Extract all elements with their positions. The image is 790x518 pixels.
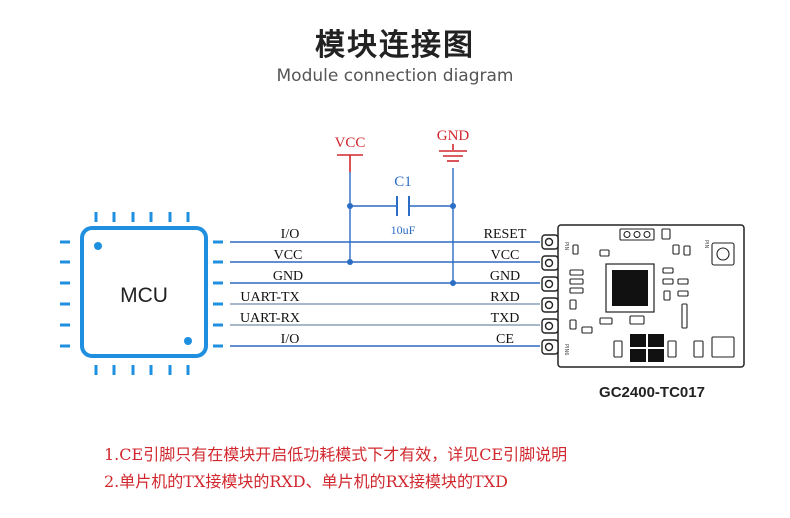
mcu-pins bbox=[60, 212, 223, 375]
right-pin-label: CE bbox=[496, 332, 514, 347]
mcu-corner-dot bbox=[184, 337, 192, 345]
junction-dot bbox=[347, 203, 353, 209]
antenna-mark: PIN bbox=[703, 240, 709, 248]
mcu-chip: MCU bbox=[60, 212, 223, 375]
pin1-mark: PIN bbox=[563, 242, 569, 250]
mcu-pin1-dot bbox=[94, 242, 102, 250]
gnd-symbol: GND bbox=[437, 128, 470, 286]
note-line-1: 1.CE引脚只有在模块开启低功耗模式下才有效，详见CE引脚说明 bbox=[104, 445, 568, 464]
module-pads bbox=[541, 234, 559, 355]
left-pin-label: UART-TX bbox=[240, 290, 299, 305]
mcu-label: MCU bbox=[120, 284, 168, 307]
left-pin-label: GND bbox=[273, 269, 303, 284]
module-ic bbox=[612, 270, 648, 306]
junction-dot bbox=[347, 259, 353, 265]
page-title: 模块连接图 bbox=[315, 28, 475, 63]
mcu-body bbox=[80, 226, 208, 358]
vcc-symbol: VCC bbox=[335, 135, 366, 265]
left-pin-label: I/O bbox=[281, 332, 300, 347]
vcc-label: VCC bbox=[335, 135, 366, 151]
gnd-label: GND bbox=[437, 128, 470, 144]
left-pin-label: I/O bbox=[281, 227, 300, 242]
module-board: PIN PIN6 PIN bbox=[541, 224, 745, 401]
capacitor-name: C1 bbox=[394, 174, 412, 190]
right-pin-label: VCC bbox=[491, 248, 520, 263]
capacitor-c1: C1 10uF bbox=[347, 174, 456, 237]
right-pin-label: RXD bbox=[490, 290, 520, 305]
module-components bbox=[569, 228, 735, 358]
junction-dot bbox=[450, 203, 456, 209]
left-pin-label: UART-RX bbox=[240, 311, 300, 326]
pin6-mark: PIN6 bbox=[563, 344, 569, 355]
page-subtitle: Module connection diagram bbox=[276, 66, 514, 86]
module-name: GC2400-TC017 bbox=[599, 384, 705, 401]
right-pin-label: RESET bbox=[484, 227, 527, 242]
junction-dot bbox=[450, 280, 456, 286]
capacitor-value: 10uF bbox=[391, 223, 416, 237]
left-pin-label: VCC bbox=[274, 248, 303, 263]
note-line-2: 2.单片机的TX接模块的RXD、单片机的RX接模块的TXD bbox=[104, 472, 508, 491]
right-pin-label: TXD bbox=[491, 311, 520, 326]
right-pin-label: GND bbox=[490, 269, 520, 284]
bus-wires bbox=[230, 241, 540, 347]
